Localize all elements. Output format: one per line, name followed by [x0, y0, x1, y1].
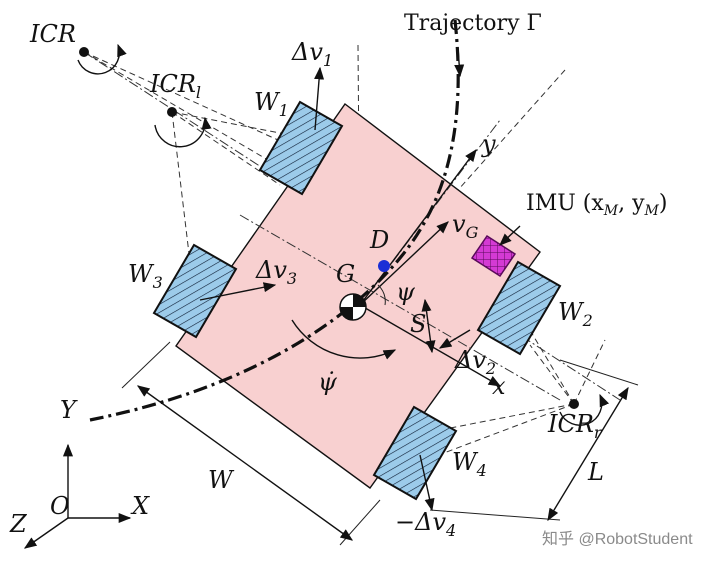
label-w2: W2: [558, 298, 593, 330]
label-dv4: −Δv4: [395, 508, 456, 540]
psi-arc: [377, 284, 386, 306]
label-w4: W4: [452, 448, 487, 480]
label-icr-r: ICRr: [547, 410, 603, 442]
icr-l-rotation-arc: [154, 116, 212, 148]
psi-dot-arc: [291, 319, 397, 360]
dv3-arrow: [199, 282, 277, 301]
label-dv1: Δv1: [291, 38, 333, 70]
label-global-y: Y: [60, 396, 78, 424]
label-imu: IMU (xM, yM): [526, 191, 667, 219]
label-dv2: Δv2: [454, 346, 496, 378]
wheel-w2: [476, 260, 562, 356]
label-psi-dot: ψ̇: [318, 368, 338, 396]
icr-l-point: [167, 107, 177, 117]
icr-rotation-arc: [77, 43, 127, 75]
icr-point: [79, 47, 89, 57]
label-s: S: [410, 310, 426, 338]
label-trajectory: Trajectory Γ: [404, 11, 542, 36]
dv4-arrow: [419, 454, 435, 512]
wheel-w4: [372, 405, 458, 501]
center-of-mass-g: [339, 293, 367, 321]
icr-r-point: [569, 399, 579, 409]
trajectory-curve: [89, 19, 460, 422]
label-global-z: Z: [9, 510, 28, 538]
label-psi: ψ: [396, 278, 416, 306]
label-dv3: Δv3: [255, 256, 297, 288]
label-g: G: [336, 260, 355, 288]
label-icr: ICR: [29, 20, 76, 48]
label-x-axis: x: [492, 372, 506, 400]
label-vg: vG: [452, 210, 479, 242]
label-w-dim: W: [208, 466, 235, 494]
point-d: [378, 260, 390, 272]
label-origin: O: [50, 492, 70, 520]
label-global-x: X: [130, 492, 150, 520]
dv2-arrow: [438, 329, 471, 349]
trajectory-arrow: [454, 47, 465, 78]
label-d: D: [369, 226, 389, 254]
dimension-w: [121, 341, 381, 546]
label-icr-l: ICRl: [149, 70, 201, 102]
dv1-arrow: [314, 66, 325, 131]
wheel-w1: [258, 100, 344, 196]
label-w3: W3: [128, 260, 163, 292]
dimension-l: [429, 359, 639, 522]
watermark: 知乎 @RobotStudent: [542, 530, 693, 548]
label-w1: W1: [254, 88, 289, 120]
imu-sensor: [470, 234, 517, 278]
global-frame: [23, 443, 132, 549]
label-y-axis: y: [481, 130, 496, 158]
label-l-dim: L: [587, 458, 604, 486]
wheel-w3: [152, 243, 238, 339]
s-dimension: [421, 298, 436, 354]
